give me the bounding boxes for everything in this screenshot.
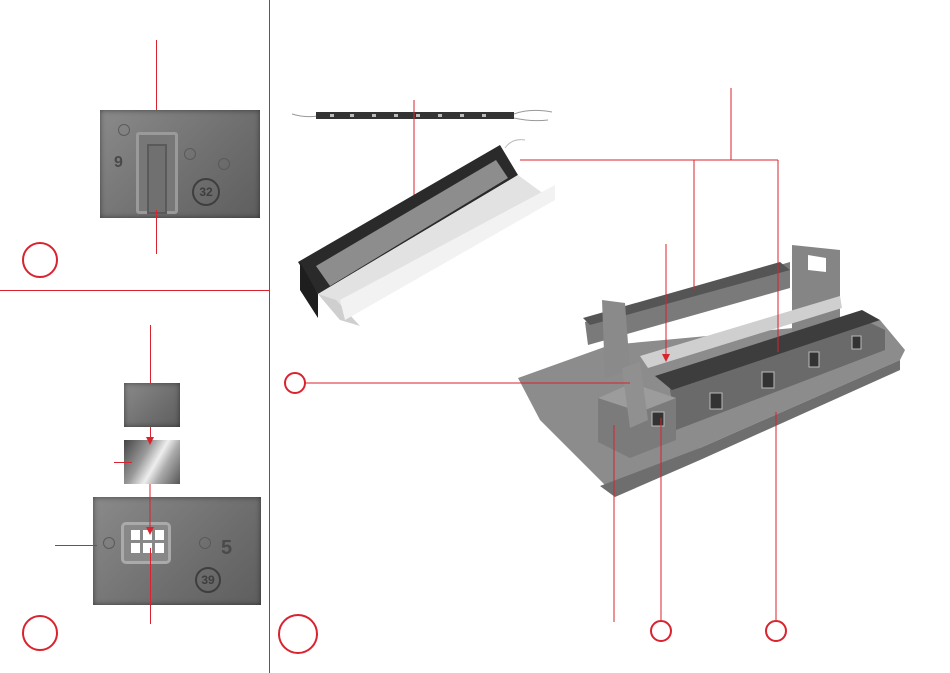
arrow-head bbox=[146, 437, 154, 445]
part-marker-circle bbox=[765, 620, 787, 642]
led-strip bbox=[292, 110, 552, 120]
building-model bbox=[518, 245, 905, 497]
part-marker-circle bbox=[650, 620, 672, 642]
step-marker-circle bbox=[278, 614, 318, 654]
step-marker-circle bbox=[284, 372, 306, 394]
roof-with-led-part bbox=[298, 140, 555, 326]
